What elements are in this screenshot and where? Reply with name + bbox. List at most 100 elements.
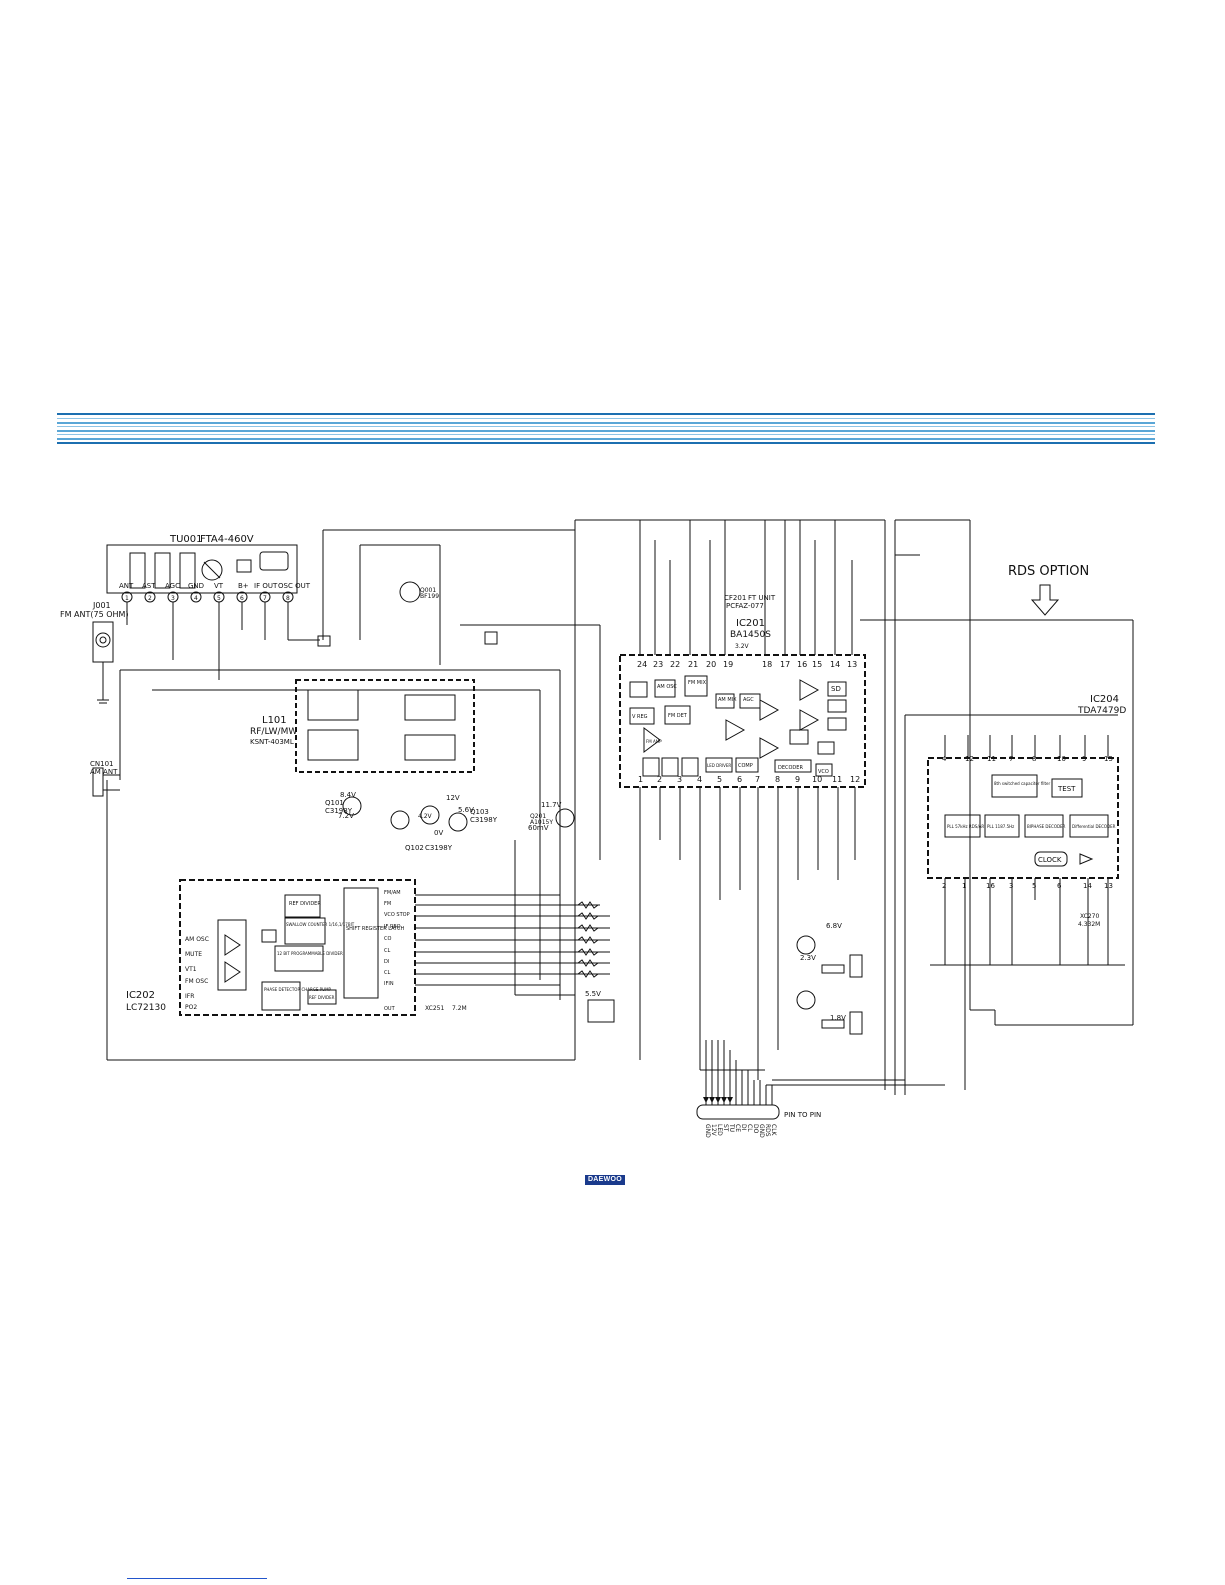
ic204-pin-top-5: 8: [1032, 755, 1036, 763]
ic201-block-fm-mix: FM MIX: [688, 680, 707, 686]
ic201-box: [619, 654, 866, 788]
ic202-side-po2: PO2: [185, 1004, 197, 1011]
am-antenna-label: AM ANT: [90, 768, 118, 776]
ic202-side-vt1: VT1: [185, 966, 197, 973]
ic204-block-clock: CLOCK: [1038, 856, 1062, 864]
ic204-pin-bottom-7: 14: [1083, 882, 1092, 890]
ic204-pin-bottom-6: 6: [1057, 882, 1062, 890]
tuner-model: FTA4-460V: [200, 534, 254, 545]
connector-pin-st: ST: [722, 1124, 729, 1132]
resistor-bank: [577, 901, 599, 978]
ic201-pin-20: 20: [706, 660, 716, 669]
ic202-pin-cl-2: CL: [384, 970, 390, 976]
voltage-8-4v: 8.4V: [340, 791, 356, 799]
ic202-block-programmable-divider: 12 BIT PROGRAMMABLE DIVIDER: [277, 951, 343, 956]
ic204-box: [927, 757, 1119, 879]
ic202-pin-cl: CL: [384, 948, 390, 954]
connector-pin-do: DO: [752, 1124, 759, 1134]
ic202-side-am-osc: AM OSC: [185, 936, 209, 943]
tuner-pin-num-1: 1: [125, 595, 129, 602]
ic201-pin-19: 19: [723, 660, 733, 669]
tuner-box: [106, 544, 298, 594]
voltage-0v: 0V: [434, 829, 443, 837]
ic204-pin-top-8: 15: [1104, 755, 1113, 763]
ic202-block-phase-detector: PHASE DETECTOR CHARGE PUMP: [264, 987, 332, 992]
cf201-desc: FT UNIT: [748, 594, 776, 602]
ic201-pin-4: 4: [697, 775, 702, 784]
pin-to-pin-connector: [696, 1104, 780, 1120]
ic201-pin-16: 16: [797, 660, 807, 669]
connector-pin-clk: CLK: [770, 1124, 777, 1137]
ic201-pin-18: 18: [762, 660, 772, 669]
ic201-pin-1: 1: [638, 775, 643, 784]
connector-pin-labels: GND 12V LED ST TU CE DI CL DO GND RDS CL…: [704, 1123, 777, 1138]
ic202-box: [179, 879, 416, 1016]
ic201-pin-11: 11: [832, 775, 842, 784]
tuner-pin-label-2: AST: [142, 582, 156, 590]
voltage-11-7v: 11.7V: [541, 801, 562, 809]
voltage-7-2v: 7.2V: [338, 812, 354, 820]
ic201-pin-23: 23: [653, 660, 663, 669]
ic202-pin-fm-am: FM/AM: [384, 890, 401, 896]
tuner-pin-num-5: 5: [217, 595, 221, 602]
connector-pin-led: LED: [716, 1124, 723, 1136]
ic202-side-ifr: IFR: [185, 993, 194, 1000]
ic201-pin-10: 10: [812, 775, 822, 784]
ic201-block-am-mix: AM MIX: [718, 697, 737, 703]
tuner-pin-label-7: IF OUT: [254, 582, 278, 590]
ic201-pin-5: 5: [717, 775, 722, 784]
ic202-pin-fm: FM: [384, 901, 391, 907]
ic201-block-agc: AGC: [743, 697, 754, 703]
ic201-block-fm-det: FM DET: [668, 713, 688, 719]
ic204-pin-bottom-5: 5: [1032, 882, 1036, 890]
ic201-block-vreg: V REG: [632, 714, 648, 720]
ic204-block-pll-1187: PLL 1187.5Hz: [987, 824, 1014, 829]
ic202-block-ref-divider-2: REF DIVIDER: [309, 995, 335, 1000]
cf201-ref: CF201: [724, 594, 746, 602]
ic201-pin-21: 21: [688, 660, 698, 669]
cf201-part: PCFAZ-077: [726, 602, 764, 610]
transistor-q102-part: C3198Y: [425, 844, 453, 852]
voltage-5-5v: 5.5V: [585, 990, 601, 998]
connector-pin-tu: TU: [728, 1123, 735, 1132]
transistor-q201-part: A1015Y: [530, 819, 553, 826]
ic201-block-comp: COMP: [738, 763, 753, 769]
regulator-ic: [587, 999, 615, 1023]
ic202-part: LC72130: [126, 1003, 166, 1013]
ic201-part: BA1450S: [730, 630, 771, 640]
ic202-pin-di: DI: [384, 959, 389, 965]
tuner-pin-num-4: 4: [194, 595, 198, 602]
connector-pin-gnd-2: GND: [758, 1124, 765, 1138]
transistor-q103-ref: Q103: [470, 808, 489, 816]
ic202-pin-out: OUT: [384, 1006, 396, 1012]
voltage-12v: 12V: [446, 794, 460, 802]
crystal-xc270-ref: XC270: [1080, 913, 1099, 920]
ic201-pin-24: 24: [637, 660, 647, 669]
ic201-block-vco: VCO: [818, 769, 829, 775]
fm-antenna-label: FM ANT(75 OHM): [60, 610, 129, 619]
ic204-ref: IC204: [1090, 694, 1119, 705]
transistor-q001-part: BF199: [420, 593, 439, 600]
transistor-q201-ref: Q201: [530, 813, 546, 820]
voltage-4-2v: 4.2V: [418, 813, 433, 820]
voltage-2-3v: 2.3V: [800, 954, 816, 962]
transistor-q101-ref: Q101: [325, 799, 344, 807]
coil-desc: RF/LW/MW: [250, 727, 297, 737]
tuner-pin-label-3: AGC: [165, 582, 180, 590]
ic201-pin-8: 8: [775, 775, 780, 784]
tuner-pin-num-3: 3: [171, 595, 175, 602]
tuner-pin-num-6: 6: [240, 595, 244, 602]
crystal-xc251-value: 7.2M: [452, 1005, 467, 1012]
ic204-pin-bottom-2: 1: [962, 882, 966, 890]
tuner-pins: [121, 591, 294, 603]
voltage-1-8v: 1.8V: [830, 1014, 846, 1022]
header-rule-band: [57, 413, 1155, 445]
tuner-pin-label-6: B+: [238, 582, 249, 590]
transistor-q101-part: C3198Y: [325, 807, 353, 815]
connector-pin-rds: RDS: [764, 1124, 771, 1137]
ic202-block-shift-register: SHIFT REGISTER LATCH: [346, 926, 404, 932]
ic204-block-biphase: BIPHASE DECODER: [1027, 824, 1066, 829]
ic204-block-filter: 8th switched capacitor filter: [994, 781, 1051, 786]
